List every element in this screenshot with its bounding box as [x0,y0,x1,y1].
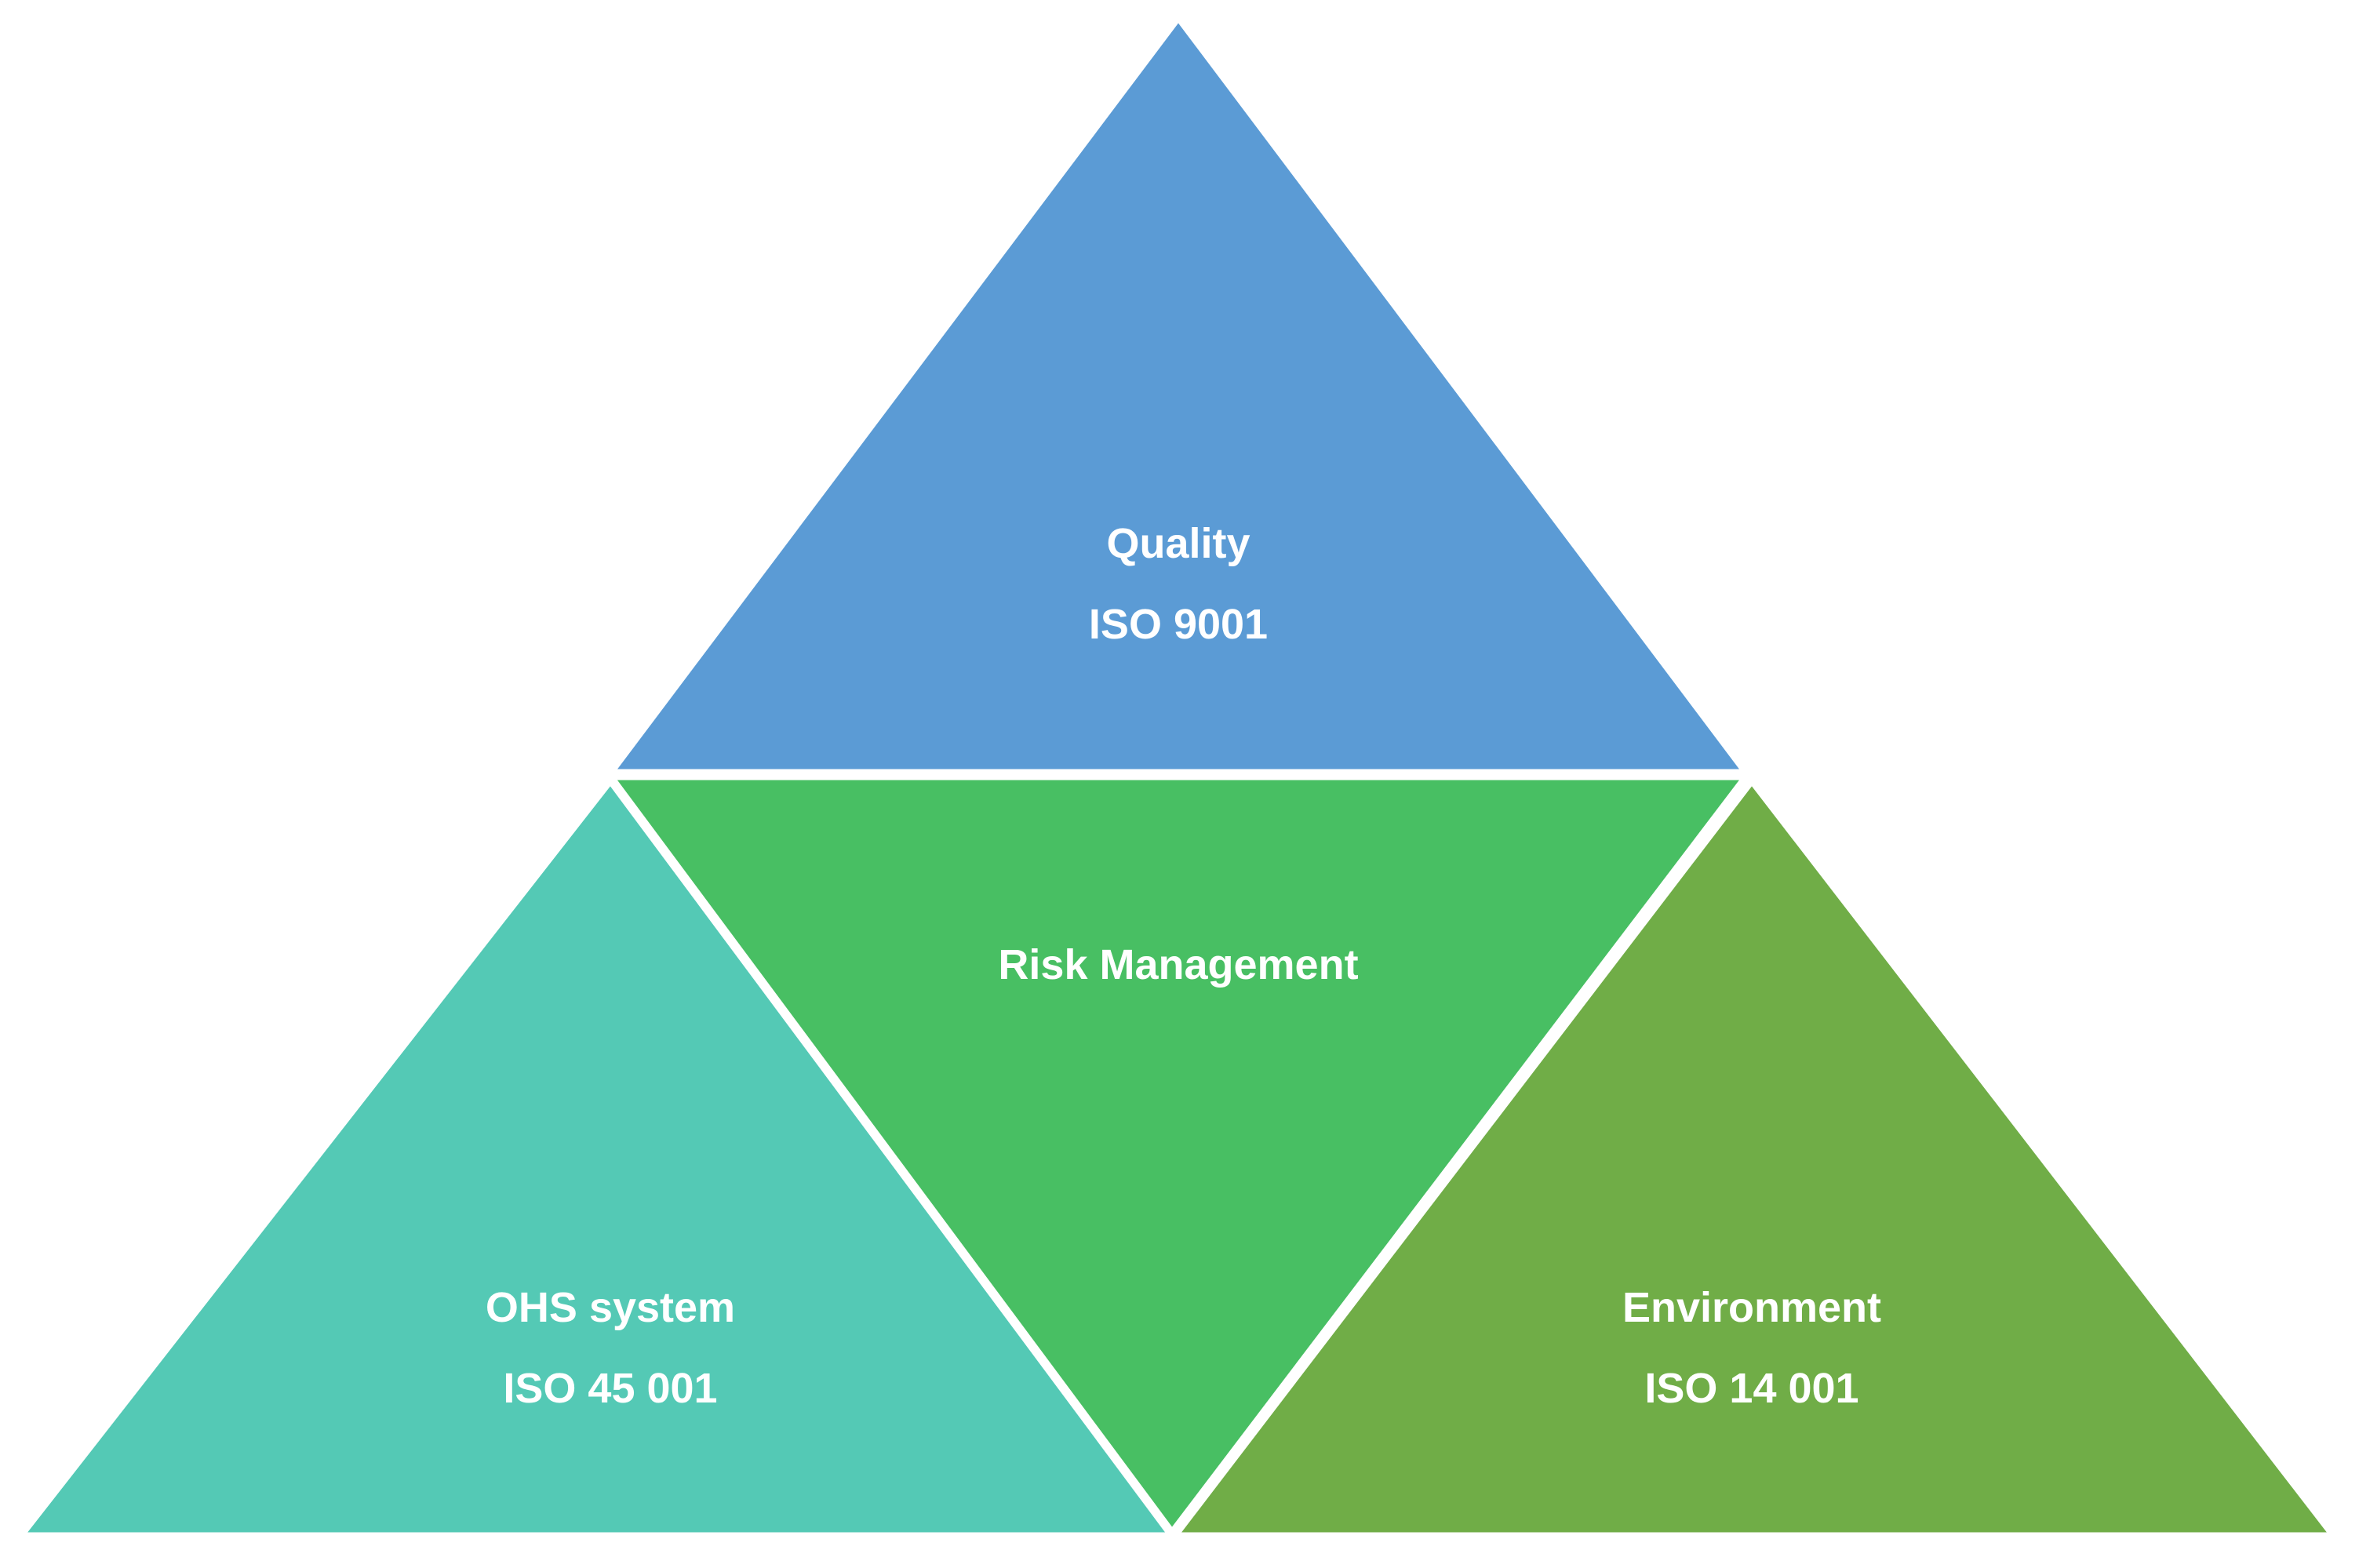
environment-triangle [1167,774,2342,1540]
ohs-triangle [13,774,1179,1540]
environment-standard: ISO 14 001 [1644,1365,1858,1412]
quality-title: Quality [1106,520,1250,567]
quality-triangle [602,11,1754,777]
quality-standard: ISO 9001 [1089,601,1268,648]
ohs-standard: ISO 45 001 [503,1365,717,1412]
risk-management-title: Risk Management [998,941,1358,988]
environment-title: Environment [1622,1284,1881,1331]
ohs-title: OHS system [486,1284,735,1331]
